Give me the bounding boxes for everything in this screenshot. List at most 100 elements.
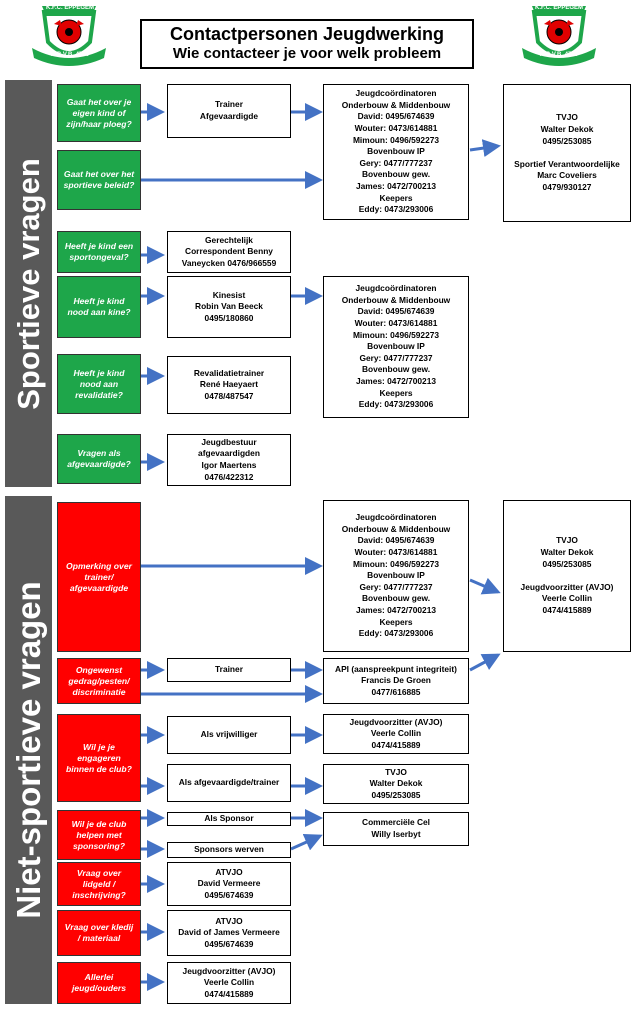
box-line: Igor Maertens xyxy=(201,460,257,470)
box-line: 0479/930127 xyxy=(542,181,592,192)
box-line: Eddy: 0473/293006 xyxy=(358,399,434,410)
box-sponsors-werven: Sponsors werven xyxy=(167,842,291,858)
box-line: Walter Dekok xyxy=(369,778,423,789)
box-line: Onderbouw & Middenbouw xyxy=(341,99,451,110)
box-line: Keepers xyxy=(379,616,413,627)
logo-right-club-text: K.F.C. EPPEGEM xyxy=(534,5,583,11)
box-line: Wouter: 0473/614881 xyxy=(354,547,438,558)
box-line: Eddy: 0473/293006 xyxy=(358,628,434,639)
box-line: Keepers xyxy=(379,192,413,203)
box-line: Jeugdbestuur xyxy=(201,436,257,447)
box-line: Veerle Collin xyxy=(203,977,255,988)
page-title: Contactpersonen Jeugdwerking xyxy=(169,24,445,44)
logo-left-club-text: K.F.C. EPPEGEM xyxy=(45,5,94,11)
box-line: TVJO xyxy=(556,535,578,546)
box-line: TVJO xyxy=(385,766,407,777)
question-opmerking-trainer: Opmerking over trainer/ afgevaardigde xyxy=(57,502,141,652)
club-logo-right xyxy=(522,6,596,66)
box-line: Trainer xyxy=(215,99,243,110)
box-line: 0474/415889 xyxy=(204,988,254,999)
box-line: Sponsors werven xyxy=(194,844,264,855)
box-line: Als afgevaardigde/trainer xyxy=(178,777,280,788)
question-revalidatie: Heeft je kind nood aan revalidatie? xyxy=(57,354,141,414)
box-line: Gery: 0477/777237 xyxy=(359,157,433,168)
box-als-vrijwilliger: Als vrijwilliger xyxy=(167,716,291,754)
box-line: ATVJO xyxy=(215,915,243,926)
box-line: Afgevaardigde xyxy=(199,111,259,121)
box-line: Gerechtelijk xyxy=(205,234,253,245)
box-line: David Vermeere xyxy=(197,878,261,889)
section-label-niet-sportief: Niet-sportieve vragen xyxy=(5,496,52,1004)
question-sponsoring: Wil je de club helpen met sponsoring? xyxy=(57,810,141,860)
box-line: 0476/422312 xyxy=(204,471,254,482)
question-allerlei: Allerlei jeugd/ouders xyxy=(57,962,141,1004)
box-line: Gery: 0477/777237 xyxy=(359,581,433,592)
box-line: 0495/253085 xyxy=(371,789,421,800)
section-label-sportief: Sportieve vragen xyxy=(5,80,52,487)
box-trainer: Trainer xyxy=(167,658,291,682)
box-line: Walter Dekok xyxy=(540,124,594,135)
question-sportief-beleid: Gaat het over het sportieve beleid? xyxy=(57,150,141,210)
box-line: Als Sponsor xyxy=(204,813,254,824)
question-kledij: Vraag over kledij / materiaal xyxy=(57,910,141,956)
box-line: Bovenbouw IP xyxy=(367,341,425,352)
box-line: Willy Iserbyt xyxy=(371,829,421,839)
box-line: Eddy: 0473/293006 xyxy=(358,204,434,215)
box-line: ATVJO xyxy=(215,866,243,877)
box-line: Bovenbouw gew. xyxy=(361,169,431,180)
box-line: Sportief Verantwoordelijke xyxy=(514,158,620,169)
box-line: TVJO xyxy=(556,112,578,123)
box-line: Correspondent Benny xyxy=(185,246,273,257)
box-line: James: 0472/700213 xyxy=(355,180,437,191)
logo-right-federation-text: K.B.V.B. 4759 xyxy=(539,52,579,58)
box-line: Bovenbouw IP xyxy=(367,146,425,157)
box-line: 0495/674639 xyxy=(204,938,254,949)
box-line: Onderbouw & Middenbouw xyxy=(341,294,451,305)
box-line: Mimoun: 0496/592273 xyxy=(352,558,440,569)
box-line: 0474/415889 xyxy=(371,739,421,750)
box-line: Wouter: 0473/614881 xyxy=(354,318,438,329)
box-line: Revalidatietrainer xyxy=(193,367,265,378)
question-afgevaardigde: Vragen als afgevaardigde? xyxy=(57,434,141,484)
box-line: Gery: 0477/777237 xyxy=(359,352,433,363)
box-line: 0495/253085 xyxy=(542,558,592,569)
club-logo-left xyxy=(32,6,106,66)
box-line: Bovenbouw gew. xyxy=(361,593,431,604)
box-line: Onderbouw & Middenbouw xyxy=(341,523,451,534)
title-box: Contactpersonen Jeugdwerking Wie contact… xyxy=(140,19,474,69)
box-line: David: 0495/674639 xyxy=(357,306,435,317)
box-line: Mimoun: 0496/592273 xyxy=(352,134,440,145)
box-line: Commerciële Cel xyxy=(362,817,430,828)
box-line: 0478/487547 xyxy=(204,390,254,401)
box-line: James: 0472/700213 xyxy=(355,604,437,615)
box-line: David: 0495/674639 xyxy=(357,111,435,122)
box-line: Jeugdvoorzitter (AVJO) xyxy=(520,581,614,592)
box-line: David: 0495/674639 xyxy=(357,535,435,546)
question-engageren: Wil je je engageren binnen de club? xyxy=(57,714,141,802)
box-line: 0495/674639 xyxy=(204,889,254,900)
box-line: Jeugdcoördinatoren xyxy=(355,512,437,523)
question-ongewenst-gedrag: Ongewenst gedrag/pesten/ discriminatie xyxy=(57,658,141,704)
box-line: James: 0472/700213 xyxy=(355,375,437,386)
box-line: Wouter: 0473/614881 xyxy=(354,123,438,134)
question-lidgeld: Vraag over lidgeld / inschrijving? xyxy=(57,862,141,906)
box-line: Veerle Collin xyxy=(541,593,593,604)
page-subtitle: Wie contacteer je voor welk probleem xyxy=(172,45,442,62)
box-line: Mimoun: 0496/592273 xyxy=(352,329,440,340)
box-line: Robin Van Beeck xyxy=(195,301,263,312)
box-line: Walter Dekok xyxy=(540,547,594,558)
box-line: David of James Vermeere xyxy=(178,927,280,938)
